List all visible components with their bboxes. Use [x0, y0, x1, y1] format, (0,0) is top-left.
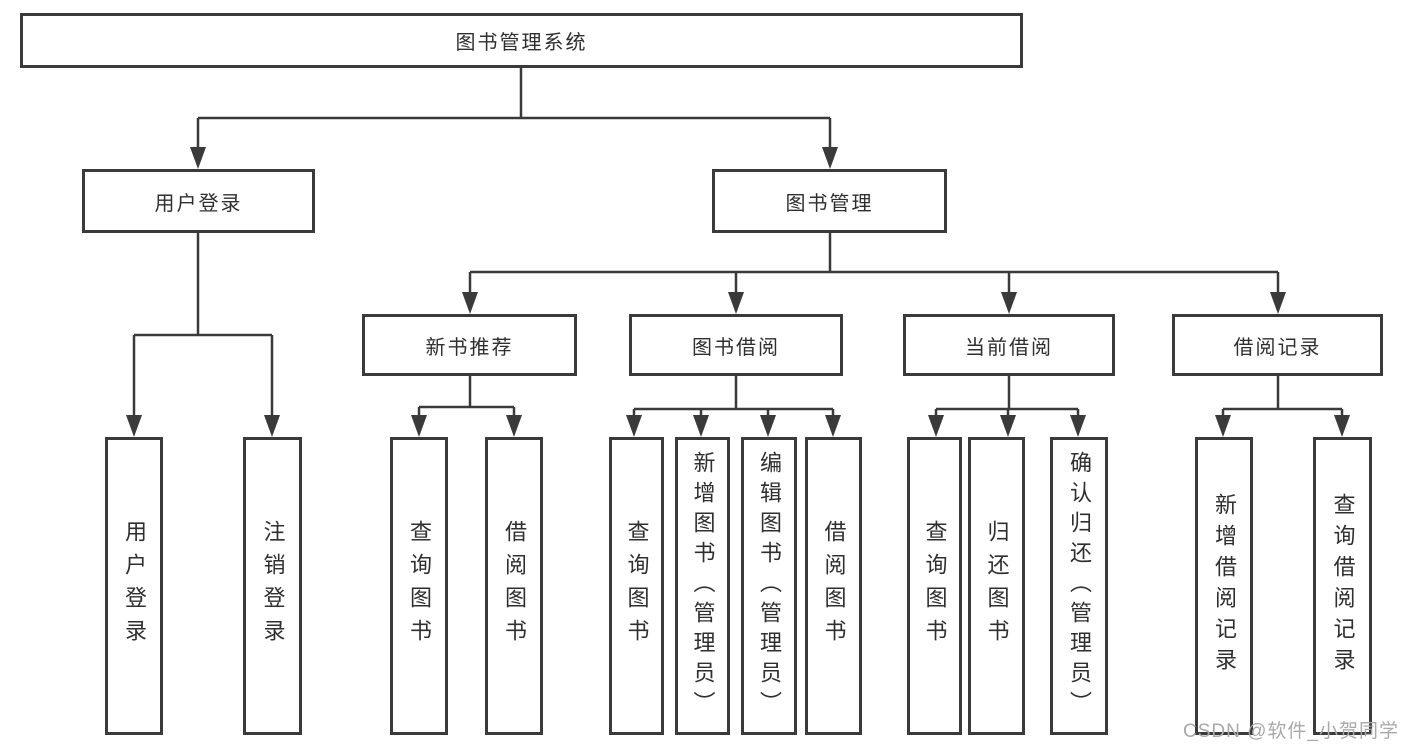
arrowhead: [1270, 292, 1286, 314]
leaf-newbook-borrow-label: 借阅图书: [502, 520, 527, 652]
arrowhead: [1001, 292, 1017, 314]
leaf-bookborrow-query: 查询图书: [609, 437, 664, 735]
arrowhead: [411, 415, 427, 437]
leaf-currentborrow-confirm: 确认归还（管理员）: [1050, 437, 1108, 735]
leaf-newbook-borrow: 借阅图书: [485, 437, 543, 735]
arrowhead: [264, 415, 280, 437]
leaf-borrowrecord-query-label: 查询借阅记录: [1330, 493, 1356, 679]
leaf-logout: 注销登录: [243, 437, 302, 735]
csdn-watermark: CSDN @软件_小贺同学: [1183, 721, 1399, 742]
leaf-currentborrow-return-label: 归还图书: [984, 520, 1010, 652]
node-user-login-label: 用户登录: [154, 192, 243, 215]
node-book-management: 图书管理: [712, 169, 947, 233]
node-borrow-record-label: 借阅记录: [1233, 336, 1322, 359]
leaf-bookborrow-borrow-label: 借阅图书: [821, 520, 847, 652]
node-root-label: 图书管理系统: [455, 32, 588, 54]
leaf-logout-label: 注销登录: [260, 520, 286, 652]
leaf-currentborrow-query-label: 查询图书: [922, 520, 948, 652]
arrowhead: [1070, 415, 1086, 437]
node-book-borrow-label: 图书借阅: [692, 336, 780, 359]
node-root: 图书管理系统: [20, 13, 1023, 68]
arrowhead: [693, 415, 709, 437]
connector-bookborrow-to-leaves: [632, 376, 835, 428]
arrowhead: [1215, 415, 1231, 437]
leaf-newbook-query-label: 查询图书: [407, 520, 432, 652]
node-new-book-recommend: 新书推荐: [362, 314, 577, 376]
node-borrow-record: 借阅记录: [1172, 314, 1383, 376]
node-current-borrow-label: 当前借阅: [965, 336, 1053, 359]
leaf-currentborrow-return: 归还图书: [968, 437, 1025, 735]
arrowhead: [1334, 415, 1350, 437]
leaf-bookborrow-add-label: 新增图书（管理员）: [690, 451, 716, 721]
leaf-currentborrow-confirm-label: 确认归还（管理员）: [1067, 451, 1092, 721]
leaf-borrowrecord-add: 新增借阅记录: [1195, 437, 1253, 735]
arrowhead: [1000, 415, 1016, 437]
node-book-management-label: 图书管理: [785, 192, 874, 215]
leaf-currentborrow-query: 查询图书: [907, 437, 962, 735]
arrowhead: [760, 415, 776, 437]
node-book-borrow: 图书借阅: [629, 314, 843, 376]
node-new-book-recommend-label: 新书推荐: [425, 336, 514, 359]
connector-newbook-to-leaves: [417, 376, 516, 428]
node-user-login: 用户登录: [82, 169, 315, 233]
leaf-borrowrecord-add-label: 新增借阅记录: [1212, 493, 1237, 679]
arrowhead: [462, 292, 478, 314]
arrowhead: [626, 415, 642, 437]
connector-userlogin-to-leaves: [132, 233, 274, 428]
arrowheads: [126, 147, 1350, 437]
leaf-bookborrow-edit: 编辑图书（管理员）: [741, 437, 797, 735]
arrowhead: [928, 415, 944, 437]
leaf-user-login: 用户登录: [105, 437, 163, 735]
leaf-newbook-query: 查询图书: [390, 437, 448, 735]
arrowhead: [825, 415, 841, 437]
leaf-bookborrow-borrow: 借阅图书: [805, 437, 862, 735]
connector-root-to-level2: [196, 68, 832, 160]
arrowhead: [728, 292, 744, 314]
arrowhead: [506, 415, 522, 437]
leaf-borrowrecord-query: 查询借阅记录: [1313, 437, 1372, 735]
leaf-bookborrow-query-label: 查询图书: [624, 520, 650, 652]
arrowhead: [822, 147, 838, 169]
leaf-bookborrow-add: 新增图书（管理员）: [675, 437, 730, 735]
node-current-borrow: 当前借阅: [903, 314, 1115, 376]
connector-borrowrecord-to-leaves: [1221, 376, 1344, 428]
leaf-bookborrow-edit-label: 编辑图书（管理员）: [757, 451, 782, 721]
connector-bookmgmt-to-level3: [468, 233, 1280, 306]
arrowhead: [190, 147, 206, 169]
arrowhead: [126, 415, 142, 437]
leaf-user-login-label: 用户登录: [122, 520, 147, 652]
